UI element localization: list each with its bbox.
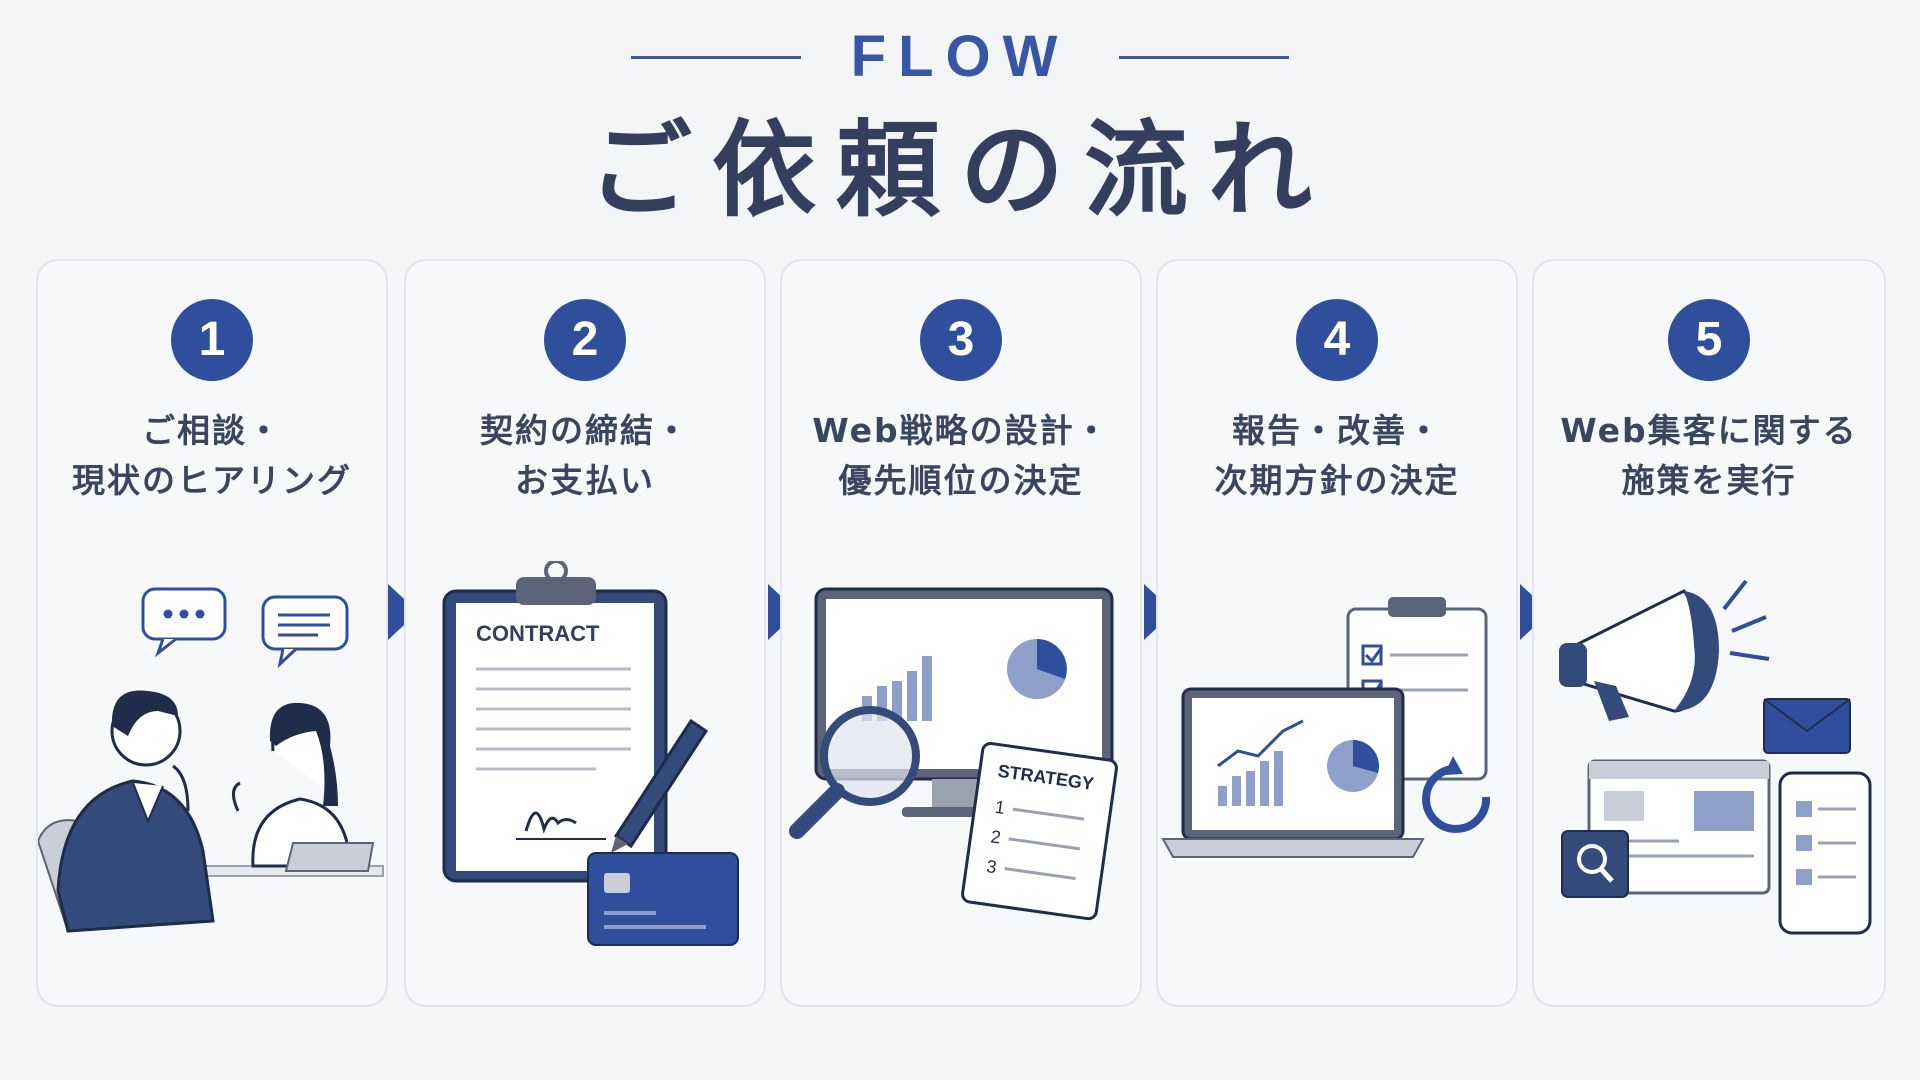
header: FLOW ご依頼の流れ	[0, 0, 1920, 250]
strategy-list-number: 2	[989, 826, 1002, 847]
step-card-2: 2 契約の締結・ お支払い CONTRACT	[404, 259, 766, 1007]
step-card-4: 4 報告・改善・ 次期方針の決定	[1156, 259, 1518, 1007]
step-title-line2: 優先順位の決定	[838, 461, 1084, 500]
eyebrow-line-right	[1119, 55, 1290, 59]
step-title-line1: 報告・改善・	[1232, 411, 1442, 450]
step-card-5: 5 Web集客に関する 施策を実行	[1532, 259, 1886, 1007]
strategy-list-number: 1	[994, 797, 1007, 818]
step-title-line1: Web集客に関する	[1560, 411, 1858, 450]
step-number-badge: 1	[171, 299, 253, 381]
strategy-list-number: 3	[985, 856, 998, 877]
contract-label: CONTRACT	[476, 621, 600, 646]
eyebrow: FLOW	[0, 22, 1920, 92]
eyebrow-label: FLOW	[850, 24, 1070, 89]
step-title-line2: 施策を実行	[1621, 461, 1797, 500]
step-number-badge: 2	[544, 299, 626, 381]
step-title-line1: Web戦略の設計・	[812, 411, 1110, 450]
strategy-icon: STRATEGY 1 2 3	[789, 587, 1118, 921]
step-title-line2: 現状のヒアリング	[72, 461, 352, 500]
step-card-3: 3 Web戦略の設計・ 優先順位の決定 STRATEGY 1 2	[780, 259, 1142, 1007]
step-title: Web集客に関する 施策を実行	[1544, 406, 1874, 506]
step-title-line2: お支払い	[515, 461, 655, 500]
contract-icon: CONTRACT	[442, 561, 739, 946]
eyebrow-line-left	[630, 55, 801, 59]
step-title-line2: 次期方針の決定	[1214, 461, 1460, 500]
step-number-badge: 3	[920, 299, 1002, 381]
step-title-line1: 契約の締結・	[480, 411, 690, 450]
step-number-badge: 4	[1296, 299, 1378, 381]
step-title: ご相談・ 現状のヒアリング	[48, 406, 376, 506]
step-number-badge: 5	[1668, 299, 1750, 381]
page-title: ご依頼の流れ	[587, 109, 1332, 231]
flow-steps: 1 ご相談・ 現状のヒアリング	[36, 259, 1886, 1009]
step-card-1: 1 ご相談・ 現状のヒアリング	[36, 259, 388, 1007]
marketing-icon	[1559, 579, 1872, 935]
report-icon	[1161, 597, 1491, 858]
step-title: 契約の締結・ お支払い	[416, 406, 754, 506]
consultation-icon	[38, 587, 384, 933]
step-title: 報告・改善・ 次期方針の決定	[1168, 406, 1506, 506]
step-title-line1: ご相談・	[142, 411, 282, 450]
step-title: Web戦略の設計・ 優先順位の決定	[792, 406, 1130, 506]
